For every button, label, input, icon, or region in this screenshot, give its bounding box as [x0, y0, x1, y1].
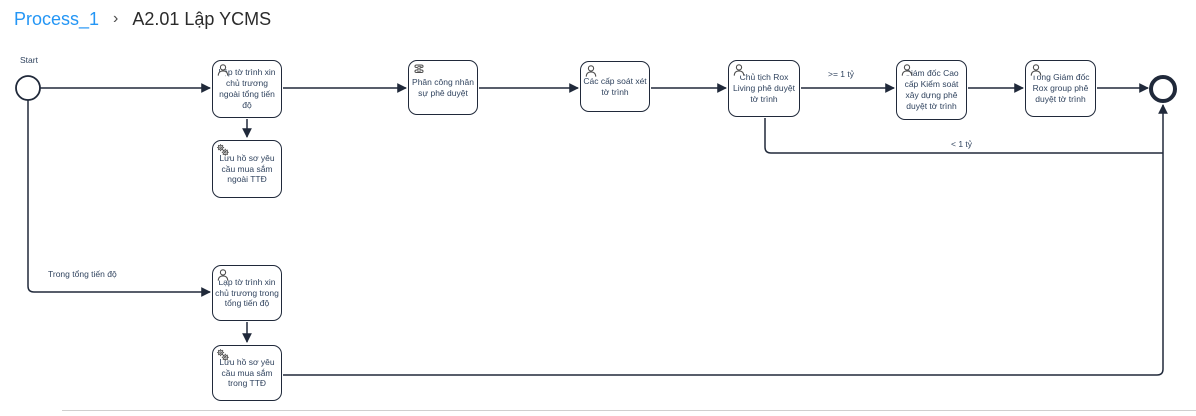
chevron-right-icon: › [113, 9, 119, 27]
task-chu-tich-rox-living[interactable]: Chủ tịch Rox Living phê duyệt tờ trình [728, 60, 800, 117]
user-icon [732, 63, 746, 77]
task-lap-to-trinh-trong-ttd[interactable]: Lập tờ trình xin chủ trương trong tổng t… [212, 265, 282, 321]
flow-label-gte-1-ty: >= 1 tỷ [828, 69, 854, 79]
task-tong-giam-doc-rox-group[interactable]: Tổng Giám đốc Rox group phê duyệt tờ trì… [1025, 60, 1096, 117]
scroll-icon [412, 63, 426, 77]
breadcrumb: Process_1 › A2.01 Lập YCMS [14, 9, 271, 30]
task-label: Lập tờ trình xin chủ trương ngoài tổng t… [218, 67, 276, 110]
task-giam-doc-cao-cap-kiem-soat[interactable]: Giám đốc Cao cấp Kiểm soát xây dựng phê … [896, 60, 967, 120]
flow-start-to-task-trong[interactable] [27, 100, 211, 297]
task-label: Lập tờ trình xin chủ trương trong tổng t… [215, 276, 279, 309]
user-icon [1029, 63, 1043, 77]
flow-label-trong-tong-tien-do: Trong tổng tiến độ [48, 269, 117, 279]
user-icon [216, 268, 230, 282]
task-luu-ho-so-trong-ttd[interactable]: Lưu hồ sơ yêu cầu mua sắm trong TTĐ [212, 345, 282, 401]
task-luu-ho-so-ngoai-ttd[interactable]: Lưu hồ sơ yêu cầu mua sắm ngoài TTĐ [212, 140, 282, 198]
page-title: A2.01 Lập YCMS [132, 9, 272, 29]
gears-icon [216, 143, 230, 157]
task-label: Tổng Giám đốc Rox group phê duyệt tờ trì… [1031, 72, 1090, 104]
task-label: Giám đốc Cao cấp Kiểm soát xây dựng phê … [904, 68, 959, 111]
end-event-circle[interactable] [1149, 75, 1177, 103]
task-label: Chủ tịch Rox Living phê duyệt tờ trình [733, 72, 795, 104]
start-event-label: Start [20, 55, 38, 65]
user-icon [584, 64, 598, 78]
task-label: Lưu hồ sơ yêu cầu mua sắm trong TTĐ [219, 356, 275, 389]
task-cac-cap-soat-xet[interactable]: Các cấp soát xét tờ trình [580, 61, 650, 112]
flow-lt-1-ty[interactable] [764, 118, 1163, 154]
gears-icon [216, 348, 230, 362]
breadcrumb-parent-link[interactable]: Process_1 [14, 9, 100, 29]
canvas-bottom-edge [62, 410, 1196, 411]
task-lap-to-trinh-ngoai-ttd[interactable]: Lập tờ trình xin chủ trương ngoài tổng t… [212, 60, 282, 118]
task-label: Phân công nhân sự phê duyệt [412, 76, 474, 98]
user-icon [216, 63, 230, 77]
task-label: Lưu hồ sơ yêu cầu mua sắm ngoài TTĐ [219, 152, 275, 185]
task-label: Các cấp soát xét tờ trình [583, 75, 647, 97]
flow-label-lt-1-ty: < 1 tỷ [951, 139, 973, 149]
user-icon [900, 63, 914, 77]
flow-luu-ho-so-trong-to-end[interactable] [283, 104, 1168, 376]
start-event-circle[interactable] [15, 75, 41, 101]
task-phan-cong-nhan-su[interactable]: Phân công nhân sự phê duyệt [408, 60, 478, 115]
